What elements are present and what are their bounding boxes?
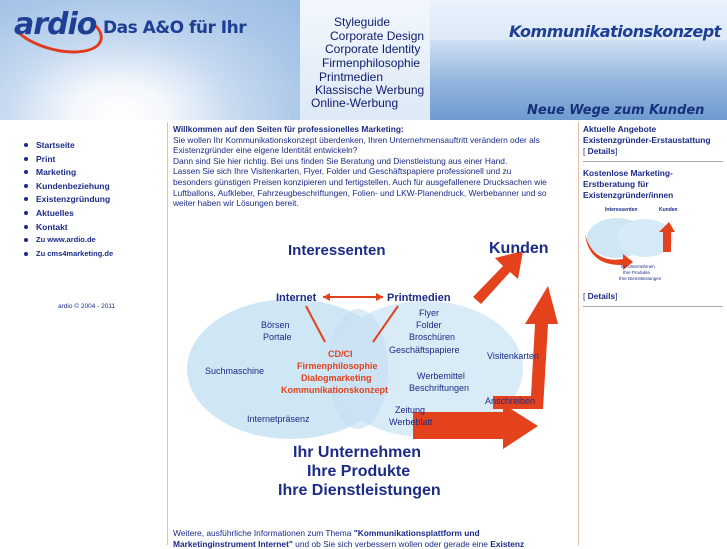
header-menu-area bbox=[300, 0, 430, 120]
intro-line: Dann sind Sie hier richtig. Bei uns find… bbox=[173, 155, 508, 166]
nav-marketing[interactable]: Marketing bbox=[24, 167, 113, 181]
offer-subtitle: Existenzgründer-Erstaustattung bbox=[583, 135, 711, 145]
consulting-title-3: Existenzgründer/innen bbox=[583, 190, 674, 200]
nav-print[interactable]: Print bbox=[24, 154, 113, 168]
header-menu-klassische-werbung[interactable]: Klassische Werbung bbox=[315, 83, 425, 97]
arrow-to-kunden-icon bbox=[473, 251, 523, 304]
label-produkte: Ihre Produkte bbox=[307, 463, 410, 480]
diagram-thumbnail[interactable]: Interessenten Kunden Ihr Unternehmen Ihr… bbox=[583, 204, 691, 284]
column-divider-left bbox=[167, 122, 168, 545]
thumb-label: Ihre Dienstleistungen bbox=[619, 276, 662, 281]
label-boersen: Börsen bbox=[261, 320, 290, 330]
consulting-title-1: Kostenlose Marketing- bbox=[583, 168, 673, 178]
header-menu-firmenphilosophie[interactable]: Firmenphilosophie bbox=[322, 56, 421, 70]
label-werbeblatt: Werbeblatt bbox=[389, 417, 433, 427]
label-kommunikationskonzept: Kommunikationskonzept bbox=[281, 385, 388, 395]
main-content: Willkommen auf den Seiten für profession… bbox=[173, 124, 576, 549]
logo[interactable]: ardio bbox=[3, 0, 109, 63]
label-kunden: Kunden bbox=[489, 240, 549, 257]
logo-text: ardio bbox=[14, 7, 97, 42]
label-zeitung: Zeitung bbox=[395, 405, 425, 415]
marketing-diagram: Interessenten Kunden Internet Printmedie… bbox=[187, 240, 558, 499]
offer-title: Aktuelle Angebote bbox=[583, 124, 657, 134]
intro-line: weiter haben wir Lösungen bereit. bbox=[173, 198, 299, 209]
label-dienstleistungen: Ihre Dienstleistungen bbox=[278, 482, 441, 499]
tagline: Neue Wege zum Kunden bbox=[527, 103, 705, 118]
label-dialogmarketing: Dialogmarketing bbox=[301, 373, 372, 383]
label-anschreiben: Anschreiben bbox=[485, 396, 535, 406]
nav-kundenbeziehung[interactable]: Kundenbeziehung bbox=[24, 181, 113, 195]
column-divider-right bbox=[578, 122, 579, 545]
header-menu-corporate-identity[interactable]: Corporate Identity bbox=[325, 42, 421, 56]
nav-existenzgruendung[interactable]: Existenzgründung bbox=[24, 194, 113, 208]
label-firmenphilosophie: Firmenphilosophie bbox=[297, 361, 378, 371]
right-column: Aktuelle Angebote Existenzgründer-Erstau… bbox=[583, 124, 723, 313]
label-geschaeftspapiere: Geschäftspapiere bbox=[389, 345, 460, 355]
arrowheads-icon bbox=[323, 293, 383, 301]
nav-ardio-link[interactable]: Zu www.ardio.de bbox=[24, 235, 113, 249]
bottom-prefix: Weitere, ausführliche Informationen zum … bbox=[173, 528, 354, 538]
intro-line: Existenzgründer eine eigene Identität en… bbox=[173, 145, 358, 156]
nav-startseite[interactable]: Startseite bbox=[24, 140, 113, 154]
thumb-label: Ihre Produkte bbox=[623, 270, 651, 275]
label-beschriftungen: Beschriftungen bbox=[409, 383, 469, 393]
bottom-bold-2: Marketinginstrument Internet" bbox=[173, 538, 293, 549]
sky-image bbox=[0, 0, 300, 120]
label-visitenkarten: Visitenkarten bbox=[487, 351, 539, 361]
consulting-details-link[interactable]: [ Details] bbox=[583, 291, 618, 301]
intro-line: Luftballons, Aufkleber, Fahrzeugbeschrif… bbox=[173, 187, 547, 198]
sky-image-right bbox=[430, 40, 727, 120]
label-printmedien: Printmedien bbox=[387, 292, 451, 304]
intro-line: Lassen Sie sich Ihre Visitenkarten, Flye… bbox=[173, 166, 512, 177]
intro-lead: Willkommen auf den Seiten für profession… bbox=[173, 124, 404, 134]
bottom-bold: "Kommunikationsplattform und bbox=[353, 528, 480, 538]
label-internet: Internet bbox=[276, 292, 317, 304]
intro-line: Sie wollen Ihr Kommunikationskonzept übe… bbox=[173, 134, 540, 145]
header-title: Kommunikationskonzept bbox=[509, 22, 721, 41]
bottom-rest: und ob Sie sich verbessern wollen oder g… bbox=[292, 538, 491, 549]
arrow-right-loop-icon bbox=[493, 286, 558, 409]
right-divider bbox=[583, 306, 723, 307]
label-unternehmen: Ihr Unternehmen bbox=[293, 444, 421, 461]
bottom-bold-3: Existenz bbox=[490, 538, 525, 549]
label-suchmaschine: Suchmaschine bbox=[205, 366, 264, 376]
offer-details-link[interactable]: [ Details] bbox=[583, 146, 618, 156]
intro-text: Willkommen auf den Seiten für profession… bbox=[173, 124, 576, 209]
consulting-title-2: Erstberatung für bbox=[583, 179, 649, 189]
nav-kontakt[interactable]: Kontakt bbox=[24, 222, 113, 236]
link-internet-center bbox=[305, 305, 326, 343]
copyright: ardio © 2004 - 2011 bbox=[58, 303, 116, 310]
label-internetpraesenz: Internetpräsenz bbox=[247, 414, 310, 424]
thumb-label: Ihr Unternehmen bbox=[621, 264, 655, 269]
label-interessenten: Interessenten bbox=[288, 242, 386, 259]
thumb-label: Interessenten bbox=[605, 207, 638, 213]
label-flyer: Flyer bbox=[419, 308, 439, 318]
header-divider bbox=[0, 120, 727, 122]
nav-cms4marketing-link[interactable]: Zu cms4marketing.de bbox=[24, 249, 113, 263]
header-menu-online-werbung[interactable]: Online-Werbung bbox=[311, 96, 399, 110]
header-menu-corporate-design[interactable]: Corporate Design bbox=[330, 29, 425, 43]
header-banner: ardio Das A&O für Ihr Kommunikationskonz… bbox=[0, 0, 727, 120]
ellipse-overlap bbox=[328, 309, 388, 429]
link-print-center bbox=[372, 305, 399, 343]
nav-aktuelles[interactable]: Aktuelles bbox=[24, 208, 113, 222]
header-menu-styleguide[interactable]: Styleguide bbox=[334, 15, 391, 29]
header-menu-printmedien[interactable]: Printmedien bbox=[319, 70, 384, 84]
sidebar-nav: Startseite Print Marketing Kundenbeziehu… bbox=[24, 140, 113, 262]
details-label[interactable]: Details bbox=[587, 291, 616, 301]
sidebar: Startseite Print Marketing Kundenbeziehu… bbox=[0, 122, 167, 545]
arrow-bottom-icon bbox=[413, 404, 538, 449]
label-folder: Folder bbox=[416, 320, 442, 330]
details-label[interactable]: Details bbox=[587, 146, 616, 156]
right-divider bbox=[583, 161, 723, 162]
label-werbemittel: Werbemittel bbox=[417, 371, 465, 381]
label-cdci: CD/CI bbox=[328, 349, 353, 359]
intro-line: besonders günstigen Preisen konzipieren … bbox=[173, 176, 547, 187]
slogan: Das A&O für Ihr bbox=[103, 18, 247, 38]
bottom-text: Weitere, ausführliche Informationen zum … bbox=[173, 528, 576, 549]
thumb-label: Kunden bbox=[659, 207, 678, 213]
label-broschueren: Broschüren bbox=[409, 332, 455, 342]
label-portale: Portale bbox=[263, 332, 292, 342]
